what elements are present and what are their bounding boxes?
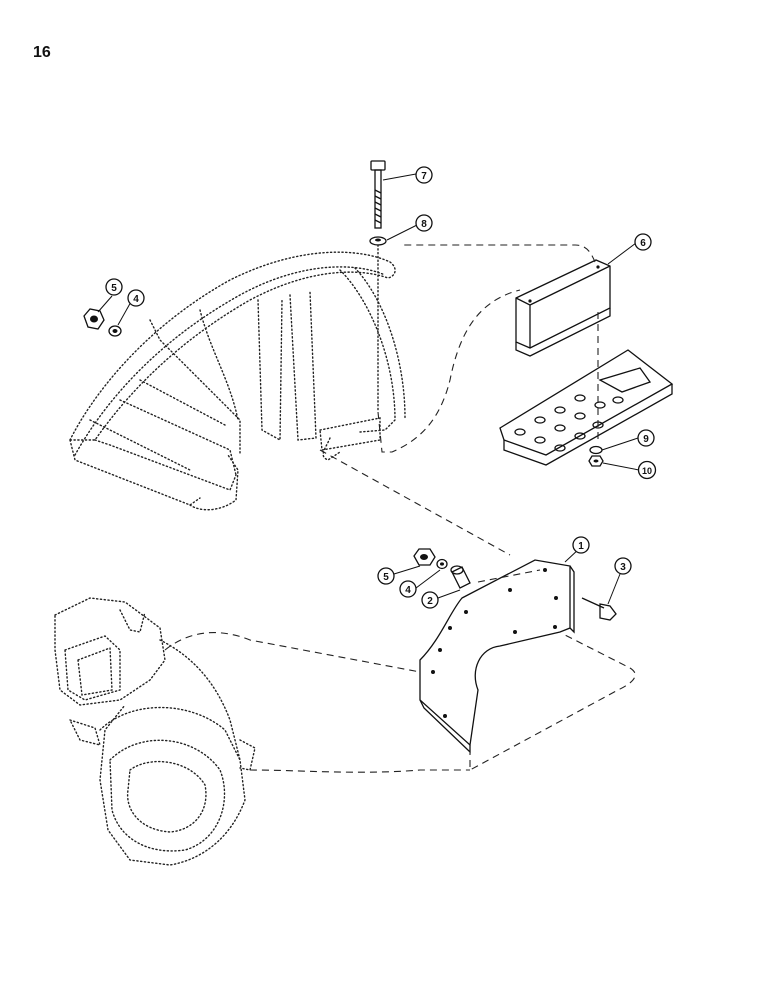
callout-6-label: 6: [640, 238, 646, 249]
callout-1: 1: [572, 536, 590, 554]
fender-assembly: [68, 251, 406, 511]
callout-2-label: 2: [427, 596, 433, 607]
assembly-lines: [164, 244, 636, 773]
callout-leaders: [97, 173, 640, 605]
callout-2: 2: [421, 591, 439, 609]
page-number: 16: [33, 44, 51, 61]
nut-5-lower: [413, 548, 436, 566]
callout-4-upper-label: 4: [133, 294, 139, 305]
callout-9: 9: [637, 429, 655, 447]
callout-10-label: 10: [642, 466, 652, 476]
lock-washer-4-upper: [108, 325, 122, 337]
spacer-2: [450, 565, 471, 589]
callout-7-label: 7: [421, 171, 427, 182]
callout-5-lower: 5: [377, 567, 395, 585]
callout-3-label: 3: [620, 562, 626, 573]
callout-9-label: 9: [643, 434, 649, 445]
bolt-7: [370, 160, 386, 229]
callout-8: 8: [415, 214, 433, 232]
channel-bracket-6: [515, 259, 611, 357]
callout-5-upper-label: 5: [111, 283, 117, 294]
callout-5-lower-label: 5: [383, 572, 389, 583]
nut-5-upper: [83, 308, 105, 330]
transmission-housing: [54, 597, 256, 866]
callout-4-lower-label: 4: [405, 585, 411, 596]
callout-5-upper: 5: [105, 278, 123, 296]
lock-washer-4-lower: [436, 558, 448, 570]
callout-6: 6: [634, 233, 652, 251]
nut-10: [588, 455, 604, 467]
callout-7: 7: [415, 166, 433, 184]
callout-4-lower: 4: [399, 580, 417, 598]
callout-10: 10: [637, 460, 657, 480]
bolt-3: [581, 597, 617, 621]
step-plate: [499, 349, 674, 466]
callout-4-upper: 4: [127, 289, 145, 307]
washer-9: [589, 445, 603, 455]
callout-8-label: 8: [421, 219, 427, 230]
mounting-plate-1: [419, 559, 575, 754]
callout-3: 3: [614, 557, 632, 575]
callout-1-label: 1: [578, 541, 584, 552]
washer-8: [369, 236, 387, 246]
